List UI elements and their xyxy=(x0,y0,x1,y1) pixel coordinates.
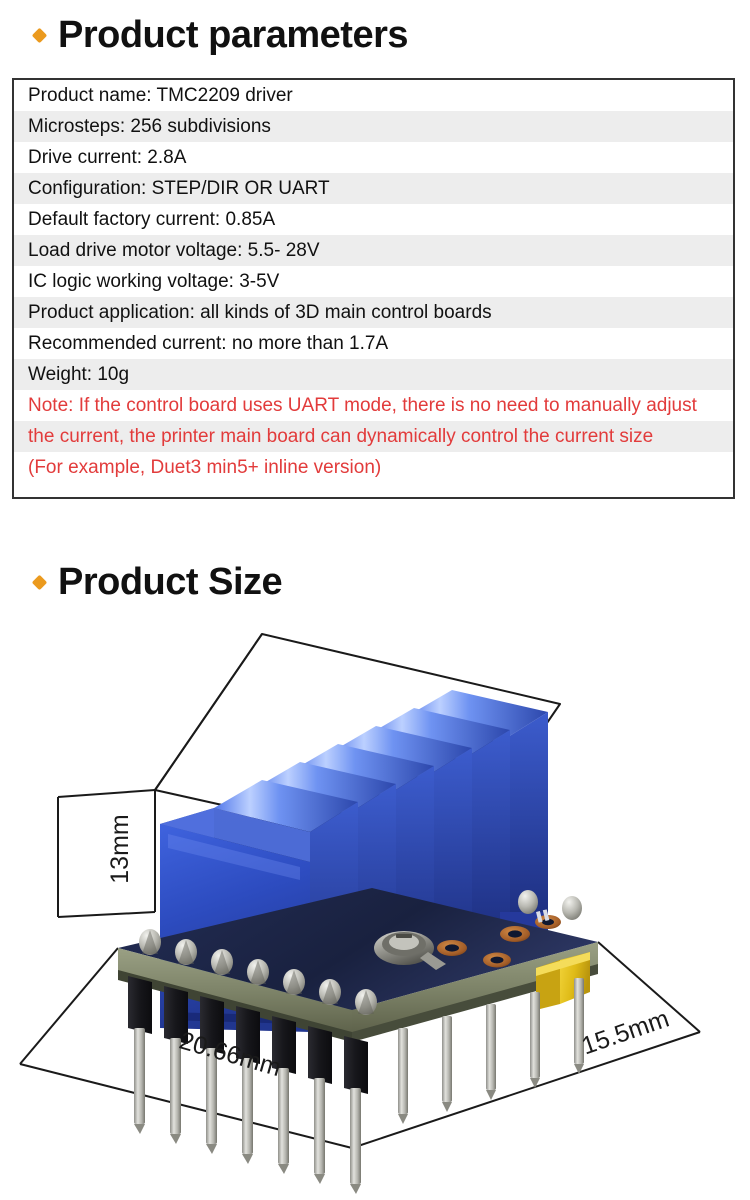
header-pins-right xyxy=(398,978,584,1124)
table-row: Default factory current: 0.85A xyxy=(28,209,276,230)
section-title-product-size: Product Size xyxy=(58,561,283,603)
table-row: Product application: all kinds of 3D mai… xyxy=(14,297,733,328)
diamond-bullet-icon xyxy=(31,574,48,590)
table-row: Product name: TMC2209 driver xyxy=(28,85,293,106)
solder-joints xyxy=(139,890,582,1015)
pcb-board xyxy=(118,888,598,1042)
table-row-note: the current, the printer main board can … xyxy=(14,421,733,452)
table-row: Weight: 10g xyxy=(14,359,733,390)
product-size-diagram: 15mm 13mm 20.66mm 15.5mm xyxy=(0,612,750,1200)
page-title: Product parameters xyxy=(58,14,409,56)
table-row: IC logic working voltage: 3-5V xyxy=(28,271,280,292)
table-row: Load drive motor voltage: 5.5- 28V xyxy=(14,235,733,266)
product-parameters-heading: Product parameters xyxy=(0,14,409,56)
table-row: Configuration: STEP/DIR OR UART xyxy=(14,173,733,204)
table-row-note: Note: If the control board uses UART mod… xyxy=(28,395,697,416)
header-pins-left xyxy=(128,976,368,1194)
silkscreen-marking xyxy=(536,909,550,923)
specification-table: Product name: TMC2209 driver Microsteps:… xyxy=(12,78,735,499)
table-row-note: (For example, Duet3 min5+ inline version… xyxy=(28,457,382,478)
diamond-bullet-icon xyxy=(31,27,48,43)
dimension-label-front: 20.66mm xyxy=(176,1026,284,1082)
dimension-label-left: 13mm xyxy=(106,814,134,883)
table-row: Recommended current: no more than 1.7A xyxy=(28,333,389,354)
table-bottom-padding xyxy=(14,483,733,497)
dimension-label-right: 15.5mm xyxy=(578,1004,673,1060)
table-row: Drive current: 2.8A xyxy=(28,147,187,168)
product-size-heading: Product Size xyxy=(0,561,283,603)
table-row: Microsteps: 256 subdivisions xyxy=(14,111,733,142)
potentiometer xyxy=(374,931,446,970)
